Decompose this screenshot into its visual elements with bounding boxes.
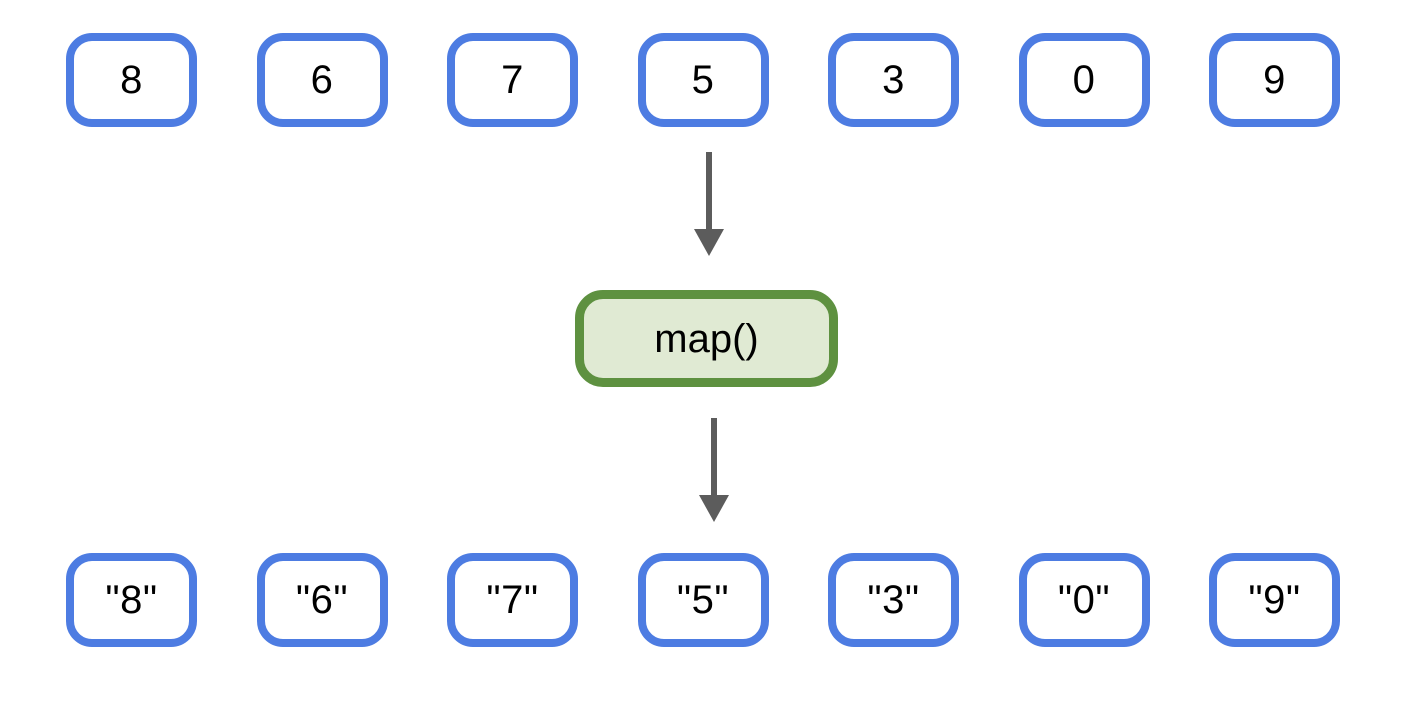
value-label: 5 — [691, 58, 715, 102]
value-label: "3" — [867, 578, 920, 622]
value-label: 9 — [1263, 58, 1286, 102]
value-box: "0" — [1018, 553, 1150, 647]
value-label: "9" — [1248, 578, 1301, 622]
value-box: "6" — [256, 553, 388, 647]
value-label: 0 — [1072, 58, 1096, 102]
value-box: 5 — [637, 33, 769, 127]
value-label: 7 — [501, 58, 524, 102]
value-label: "8" — [105, 578, 158, 622]
value-box: 7 — [447, 33, 578, 127]
value-box: "8" — [66, 553, 197, 647]
value-box: "9" — [1209, 553, 1340, 647]
value-box: "5" — [637, 553, 769, 647]
value-box: 6 — [256, 33, 388, 127]
value-label: 6 — [310, 58, 334, 102]
value-box: 3 — [828, 33, 959, 127]
arrow-shaft — [711, 418, 717, 495]
value-box: "7" — [447, 553, 578, 647]
value-label: 3 — [882, 58, 905, 102]
value-label: 8 — [120, 58, 143, 102]
arrow-down-icon — [699, 418, 729, 522]
arrow-head — [699, 495, 729, 522]
value-label: "0" — [1057, 578, 1111, 622]
map-function-box: map() — [575, 290, 838, 387]
value-label: "6" — [295, 578, 349, 622]
value-box: "3" — [828, 553, 959, 647]
arrow-shaft — [706, 152, 712, 229]
value-label: "5" — [676, 578, 730, 622]
value-box: 8 — [66, 33, 197, 127]
value-label: "7" — [486, 578, 539, 622]
output-row: "8" "6" "7" "5" "3" "0" "9" — [66, 553, 1340, 647]
value-box: 9 — [1209, 33, 1340, 127]
map-function-label: map() — [654, 316, 759, 361]
input-row: 8 6 7 5 3 0 9 — [66, 33, 1340, 127]
arrow-head — [694, 229, 724, 256]
value-box: 0 — [1018, 33, 1150, 127]
arrow-down-icon — [694, 152, 724, 256]
